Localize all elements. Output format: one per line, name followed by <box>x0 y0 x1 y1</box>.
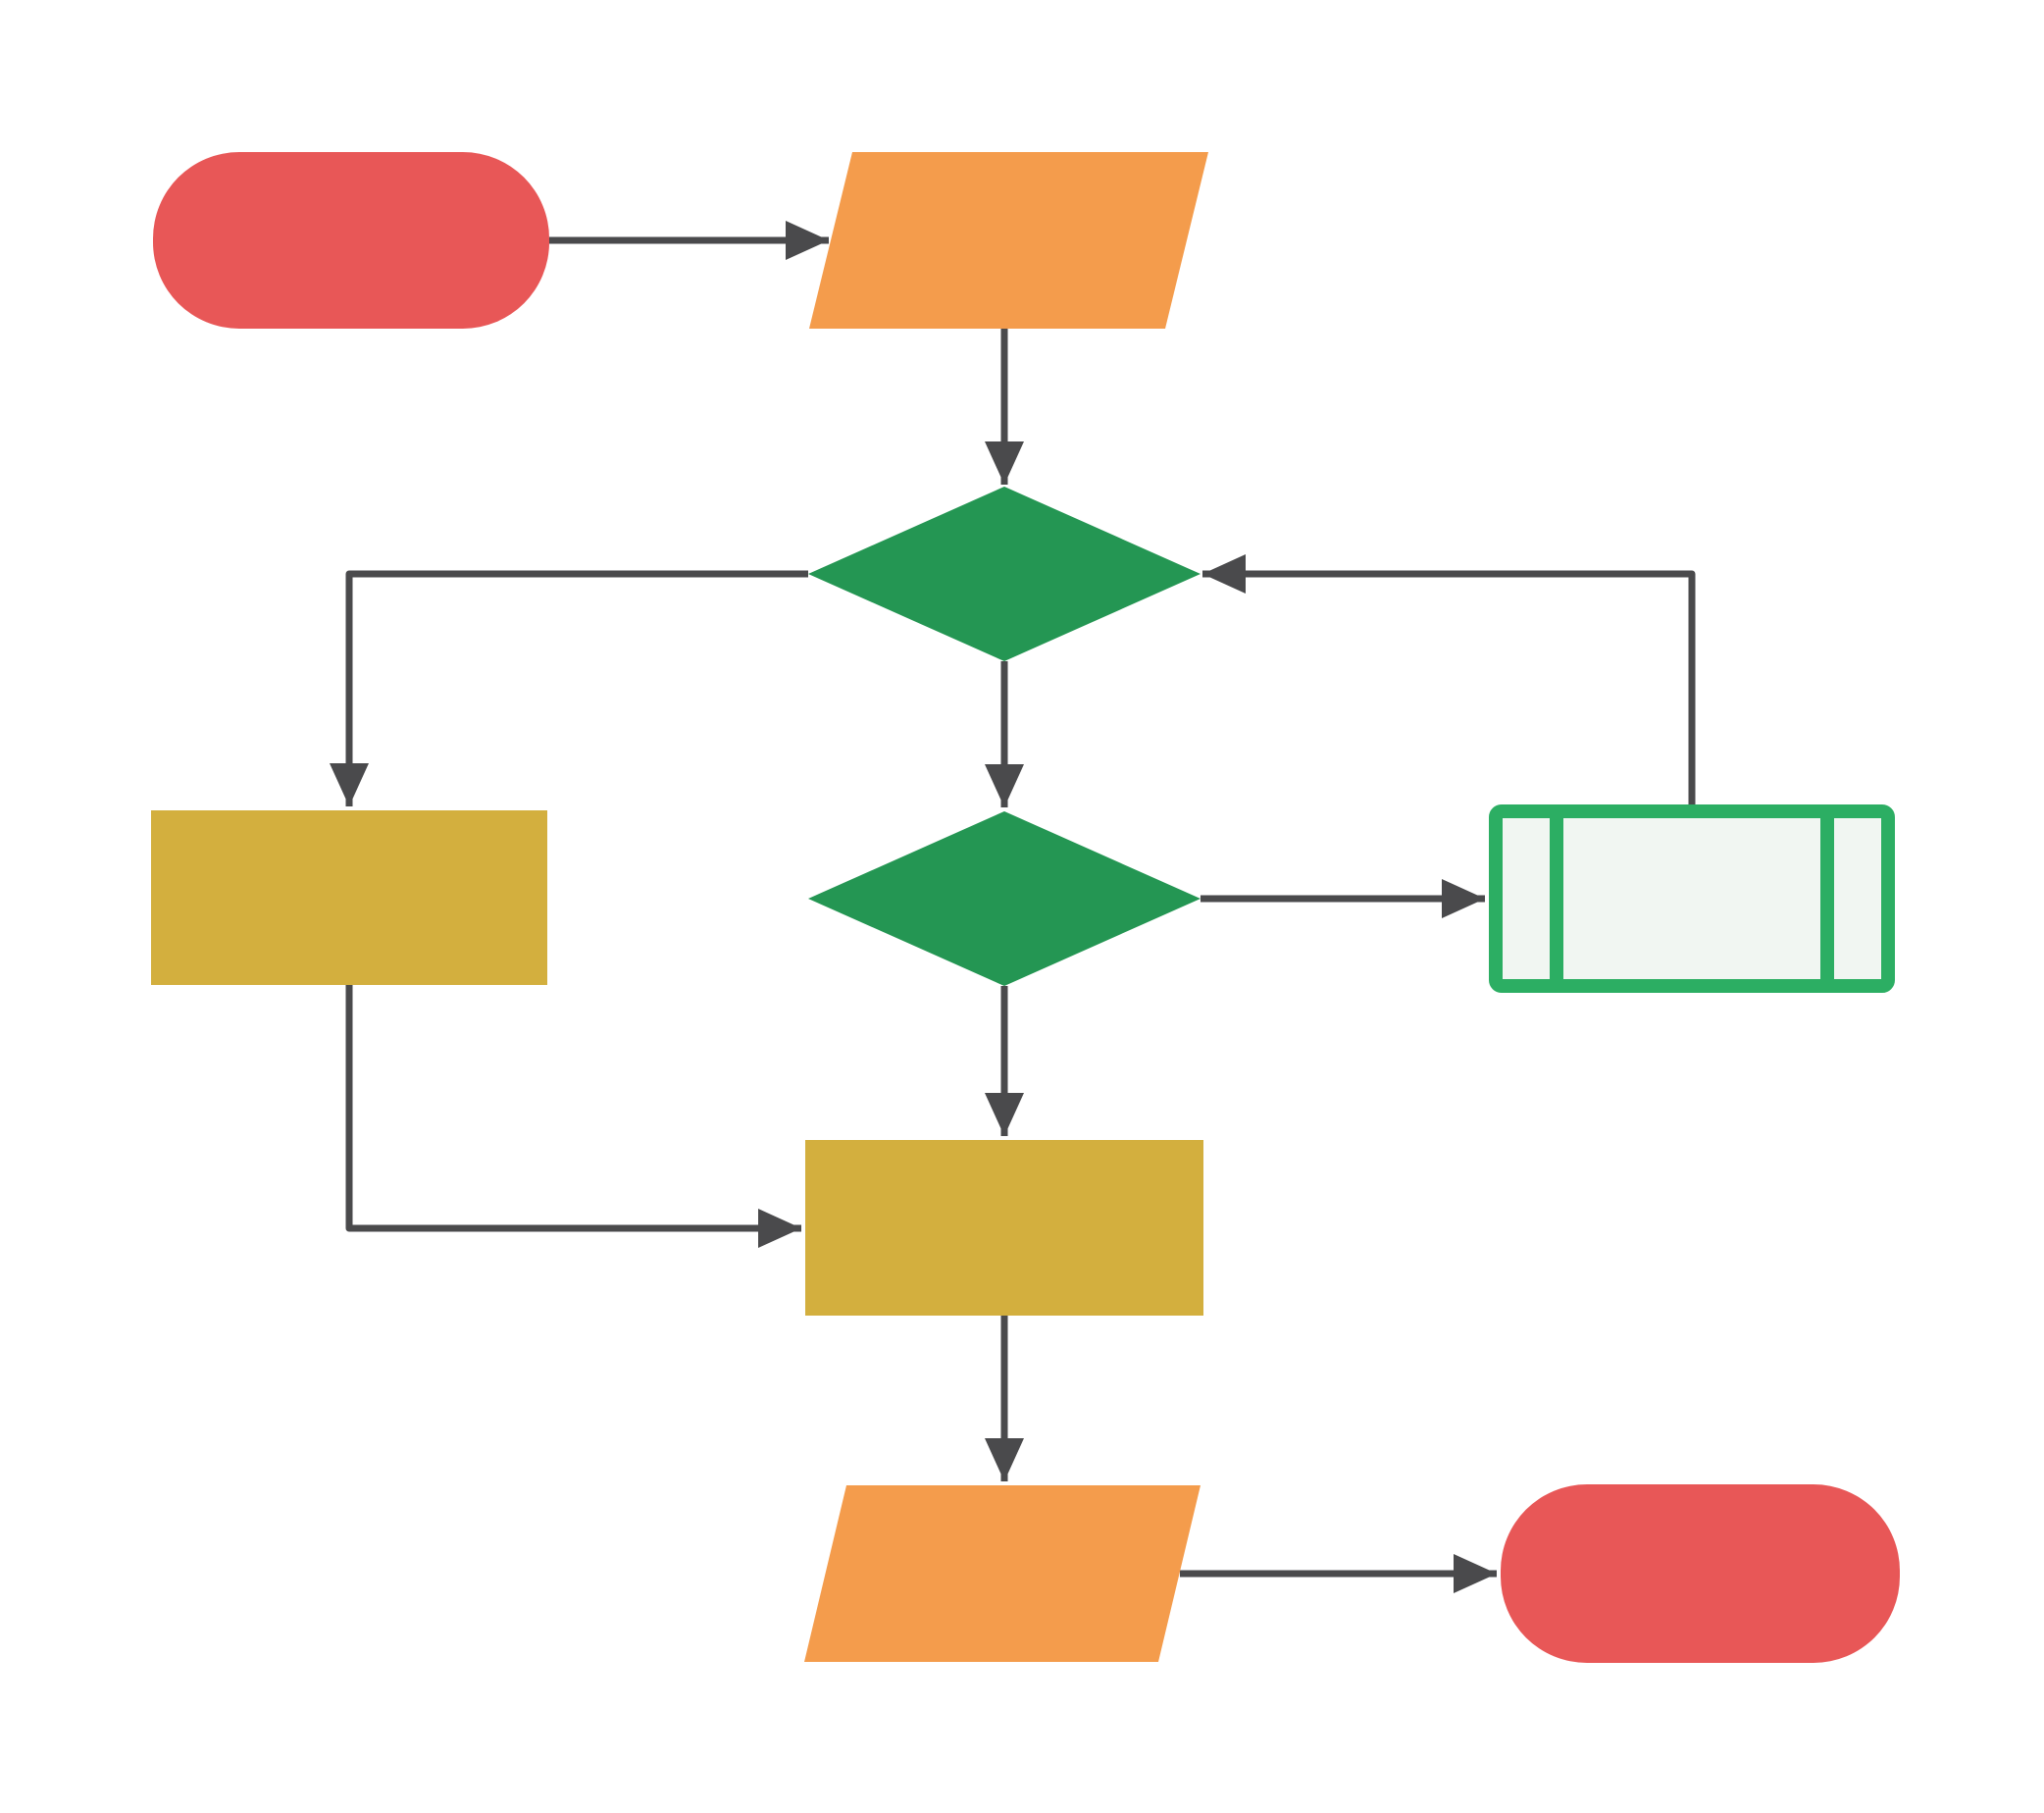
input-output-bottom-node <box>804 1485 1201 1662</box>
edge-subroutine-to-decision-1 <box>1202 554 1696 804</box>
nodes-layer <box>151 152 1900 1663</box>
terminator-start-node <box>153 152 549 329</box>
edge-process-left-to-process-center <box>345 985 801 1248</box>
predefined-process-node <box>1489 804 1895 993</box>
process-rect-center <box>805 1140 1203 1316</box>
edge-decision-1-to-process-left <box>330 570 808 806</box>
decision-diamond-2 <box>808 811 1201 986</box>
process-rect-left <box>151 810 547 985</box>
edges-layer <box>330 221 1696 1593</box>
terminator-end-node <box>1501 1484 1900 1663</box>
decision-diamond-1 <box>808 487 1201 661</box>
input-output-top-node <box>809 152 1208 329</box>
